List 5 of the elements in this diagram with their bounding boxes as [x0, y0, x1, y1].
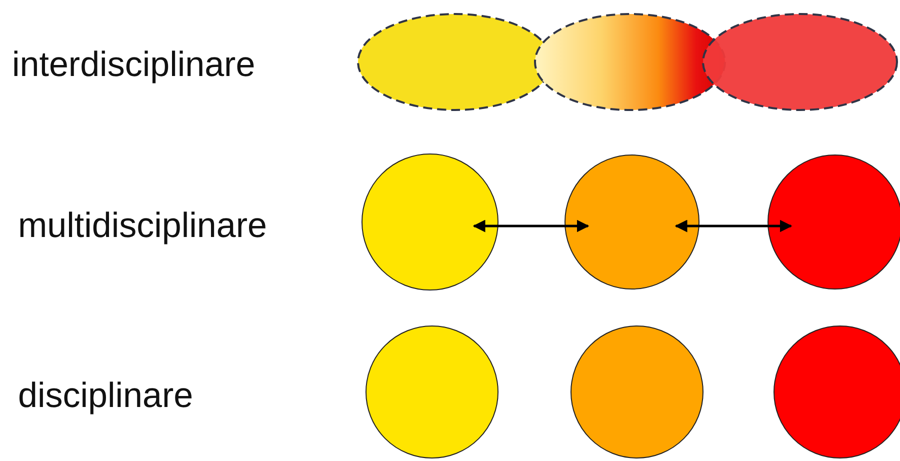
- row-label: disciplinare: [18, 376, 194, 416]
- row-label: interdisciplinare: [12, 45, 256, 85]
- row-label: multidisciplinare: [18, 206, 267, 246]
- double-arrow: [674, 220, 792, 232]
- double-arrow: [472, 220, 590, 232]
